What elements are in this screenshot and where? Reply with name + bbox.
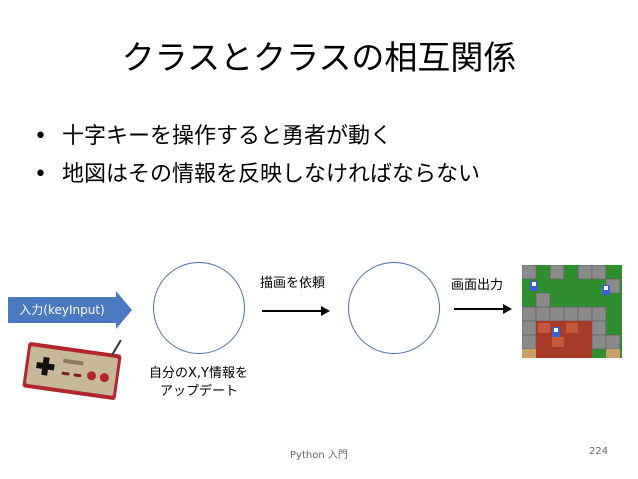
bullet-item: • 十字キーを操作すると勇者が動く	[32, 118, 480, 156]
input-callout: 入力(keyInput)	[8, 297, 116, 323]
screen-output-arrow	[454, 304, 512, 314]
bullet-text: 十字キーを操作すると勇者が動く	[62, 124, 393, 149]
bullet-list: • 十字キーを操作すると勇者が動く • 地図はその情報を反映しなければならない	[32, 118, 480, 194]
bullet-dot: •	[34, 124, 47, 149]
game-map-image	[522, 265, 622, 358]
update-label-line1: 自分のX,Y情報を	[149, 366, 248, 381]
bullet-dot: •	[34, 162, 47, 187]
page-number: 224	[589, 446, 609, 457]
input-callout-arrow	[116, 291, 132, 329]
slide-title: クラスとクラスの相互関係	[121, 38, 517, 77]
draw-request-label: 描画を依頼	[260, 276, 326, 291]
bullet-item: • 地図はその情報を反映しなければならない	[32, 156, 480, 194]
map-class-circle	[348, 262, 440, 354]
bullet-text: 地図はその情報を反映しなければならない	[62, 162, 481, 187]
player-class-circle	[153, 262, 245, 354]
update-label-line2: アップデート	[160, 384, 239, 399]
draw-request-arrow	[262, 306, 330, 316]
screen-output-label: 画面出力	[451, 278, 504, 293]
footer-title: Python 入門	[290, 450, 348, 461]
game-controller-image	[22, 340, 122, 400]
